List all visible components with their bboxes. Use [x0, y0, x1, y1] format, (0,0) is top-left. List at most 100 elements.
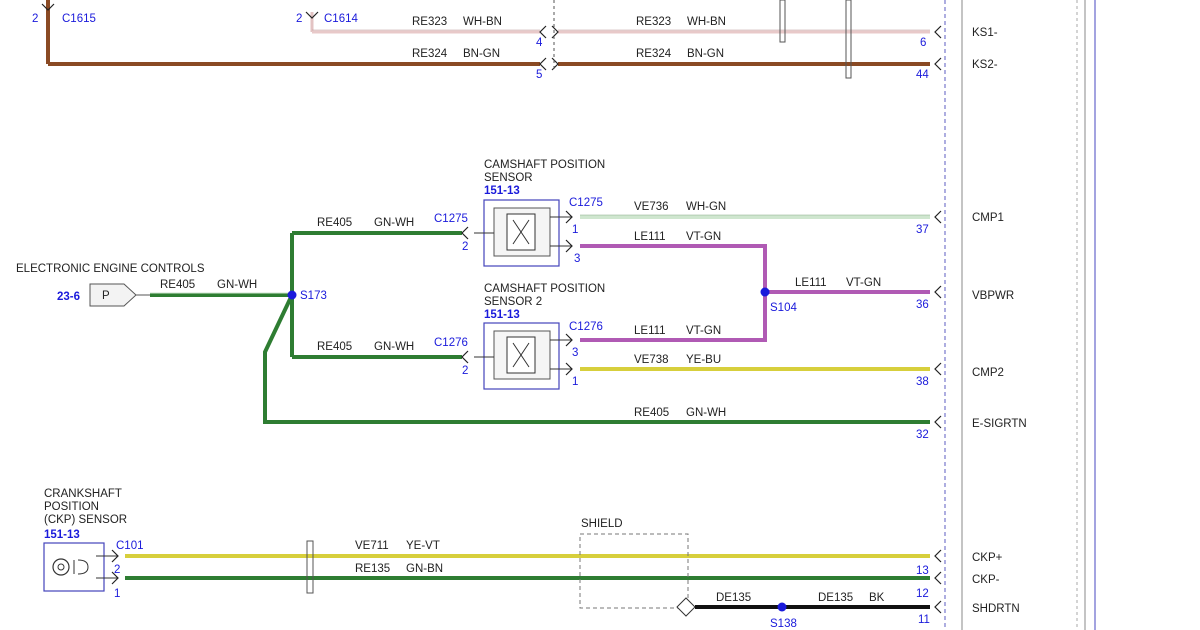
re324-circuit-a: RE324 [412, 48, 448, 60]
ckp-pin1: 1 [114, 588, 120, 600]
re324-color-a: BN-GN [463, 48, 500, 60]
esigrtn-color: GN-WH [686, 407, 726, 419]
ckp-plus-color: YE-VT [406, 540, 440, 552]
eec-title: ELECTRONIC ENGINE CONTROLS [16, 263, 205, 275]
re324-pin-mid: 5 [536, 69, 542, 81]
top-circuits: 2 C1615 2 C1614 RE323 WH-BN RE323 WH-BN … [32, 0, 998, 81]
vbpwr-signal: VBPWR [972, 290, 1014, 302]
esigrtn-circuit-label: RE405 [634, 407, 669, 419]
cmp1-title-2: SENSOR [484, 172, 533, 184]
ckp-title-3: (CKP) SENSOR [44, 514, 127, 526]
cmp2-sig-circuit: VE738 [634, 354, 669, 366]
c1615-pin: 2 [32, 13, 38, 25]
cmp2-in-color: GN-WH [374, 341, 414, 353]
cmp2-sensor: CAMSHAFT POSITION SENSOR 2 151-13 RE405 … [317, 283, 1004, 390]
ckp-minus-signal: CKP- [972, 574, 1000, 586]
cmp1-conn-right: C1275 [569, 197, 603, 209]
shdrtn-signal: SHDRTN [972, 603, 1020, 615]
cmp2-signal: CMP2 [972, 367, 1004, 379]
cmp2-conn-right: C1276 [569, 321, 603, 333]
cmp1-pin3: 3 [574, 253, 580, 265]
ckp-sensor: CRANKSHAFT POSITION (CKP) SENSOR 151-13 … [43, 488, 1020, 630]
cmp2-pwr-circuit: LE111 [634, 325, 666, 337]
ckp-title-2: POSITION [44, 501, 99, 513]
cmp2-pin1: 1 [572, 376, 578, 388]
cmp1-sig-color: WH-GN [686, 201, 726, 213]
s104-label: S104 [770, 302, 797, 314]
cmp1-in-circuit: RE405 [317, 217, 352, 229]
esigrtn-signal: E-SIGRTN [972, 418, 1027, 430]
shield-box [579, 533, 689, 609]
cmp2-in-circuit: RE405 [317, 341, 352, 353]
cmp1-pin1: 1 [572, 224, 578, 236]
ks2-signal: KS2- [972, 59, 998, 71]
cmp2-pcm-pin: 38 [916, 376, 929, 388]
re323-circuit-b: RE323 [636, 16, 671, 28]
eec-connector: P [102, 290, 110, 302]
vbpwr-pcm-pin: 36 [916, 299, 929, 311]
cmp1-pcm-pin: 37 [916, 224, 929, 236]
cmp2-ref: 151-13 [484, 309, 520, 321]
vbpwr-circuit-label: LE111 [795, 277, 827, 289]
eec-color: GN-WH [217, 279, 257, 291]
ckp-pin2: 2 [114, 564, 120, 576]
cmp2-pin3: 3 [572, 347, 578, 359]
ckp-conn: C101 [116, 540, 144, 552]
ks1-signal: KS1- [972, 27, 998, 39]
cmp1-sensor: CAMSHAFT POSITION SENSOR 151-13 RE405 GN… [317, 159, 1004, 342]
cmp2-title-2: SENSOR 2 [484, 296, 542, 308]
shd-pcm-pin: 11 [918, 614, 930, 626]
re324-color-b: BN-GN [687, 48, 724, 60]
c1615-label: C1615 [62, 13, 96, 25]
cmp2-sig-color: YE-BU [686, 354, 721, 366]
ckp-minus-color: GN-BN [406, 563, 443, 575]
ckp-plus-circuit: VE711 [355, 540, 389, 552]
cmp1-in-pin: 2 [462, 241, 468, 253]
shd-circuit-a: DE135 [716, 592, 751, 604]
c1614-pin: 2 [296, 13, 302, 25]
re323-pcm-pin: 6 [920, 37, 926, 49]
ckp-title-1: CRANKSHAFT [44, 488, 122, 500]
s104-splice-dot [760, 287, 770, 297]
re323-pin-mid: 4 [536, 37, 543, 49]
cmp1-pwr-circuit: LE111 [634, 231, 666, 243]
shd-color: BK [869, 592, 885, 604]
eec-ref: 23-6 [57, 291, 80, 303]
s173-splice-dot [287, 290, 297, 300]
re324-pcm-pin: 44 [916, 69, 929, 81]
re324-circuit-b: RE324 [636, 48, 672, 60]
re323-color-b: WH-BN [687, 16, 726, 28]
ckp-minus-circuit: RE135 [355, 563, 390, 575]
esigrtn-circuit: RE405 GN-WH 32 E-SIGRTN [634, 407, 1027, 441]
cmp1-in-color: GN-WH [374, 217, 414, 229]
pcm-module [944, 0, 1096, 630]
cmp2-conn-left: C1276 [434, 337, 468, 349]
ckp-minus-pcm-pin: 12 [916, 588, 929, 600]
cmp2-pwr-color: VT-GN [686, 325, 721, 337]
cmp1-ref: 151-13 [484, 185, 520, 197]
shield-label: SHIELD [581, 518, 623, 530]
eec-section: ELECTRONIC ENGINE CONTROLS 23-6 P RE405 … [16, 231, 930, 424]
cmp2-title-1: CAMSHAFT POSITION [484, 283, 605, 295]
re323-color-a: WH-BN [463, 16, 502, 28]
esigrtn-pcm-pin: 32 [916, 429, 929, 441]
c1614-label: C1614 [324, 13, 358, 25]
cmp2-in-pin: 2 [462, 365, 468, 377]
s173-label: S173 [300, 290, 327, 302]
s138-label: S138 [770, 618, 797, 630]
cmp1-title-1: CAMSHAFT POSITION [484, 159, 605, 171]
eec-circuit: RE405 [160, 279, 195, 291]
cmp1-sig-circuit: VE736 [634, 201, 669, 213]
cmp1-conn-left: C1275 [434, 213, 468, 225]
cmp1-signal: CMP1 [972, 212, 1004, 224]
vbpwr-color: VT-GN [846, 277, 881, 289]
cmp1-pwr-color: VT-GN [686, 231, 721, 243]
gear-icon [52, 558, 70, 576]
shd-circuit-b: DE135 [818, 592, 853, 604]
re323-circuit-a: RE323 [412, 16, 447, 28]
ckp-plus-signal: CKP+ [972, 552, 1003, 564]
ckp-plus-pcm-pin: 13 [916, 565, 929, 577]
ckp-ref: 151-13 [44, 529, 80, 541]
